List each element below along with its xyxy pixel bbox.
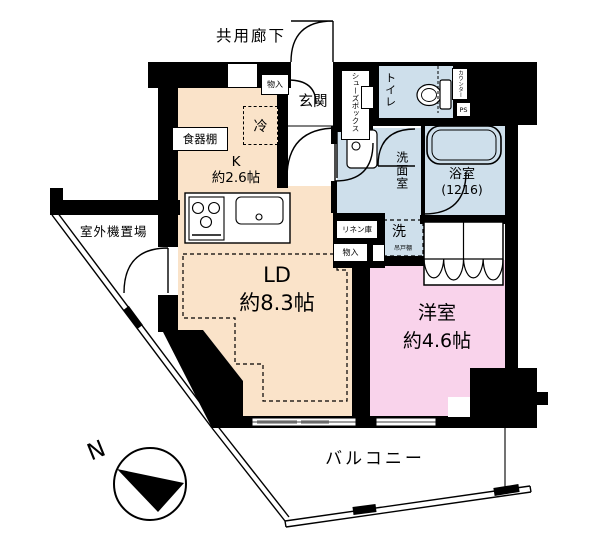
living-dining-label: LD [263,263,291,287]
bathroom-size-label: (1216) [441,182,483,197]
pipe-space-box: PS [456,102,471,117]
small-ps-box [372,244,385,262]
washroom-label: 洗面室 [394,151,409,190]
counter-label: カウンター [457,70,463,98]
compass-needle [117,469,184,512]
living-dining-size-label: 約8.3帖 [239,291,315,315]
outdoor-unit-label: 室外機置場 [80,224,148,239]
pillar-notch [448,397,470,417]
kitchen-label: K [231,154,241,170]
toilet-door [377,128,416,167]
counter-box: カウンター [452,68,468,100]
entrance-label: 玄関 [298,94,328,110]
cupboard-label: 食器棚 [182,132,218,146]
toilet-fixture [416,66,452,113]
washer-shelf-label: 吊戸棚 [393,245,412,252]
washing-machine [382,219,424,257]
wall-closet-box [227,63,258,88]
linen-closet-label: リネン庫 [342,225,372,234]
balcony-outline [51,211,532,528]
entrance-storage-door [287,79,317,105]
balcony-label: バルコニー [325,449,425,469]
hall-door [286,127,338,179]
toilet-label: トイレ [383,72,397,108]
outdoor-unit-door [123,247,169,294]
closet-scallops [423,222,504,281]
shoe-box-label: シューズボックス [351,72,360,132]
compass [113,447,187,521]
bathroom-door [423,171,467,215]
bathtub [426,125,502,165]
floor-entrance-hall [288,62,337,186]
hall-storage-label: 物入 [342,248,359,257]
western-room-label: 洋室 [417,302,456,324]
refrigerator-label: 冷 [253,118,268,135]
common-corridor-label: 共用廊下 [216,27,287,45]
refrigerator-box: 冷 [243,106,278,145]
floor-bathroom [423,123,505,217]
doors [123,20,467,294]
windows [251,417,437,427]
duct-box [361,86,374,109]
entrance-storage-label: 物入 [267,80,283,89]
entrance-storage-box: 物入 [261,74,289,95]
ld-dashed-outline [182,253,348,402]
washroom-door [334,142,374,182]
linen-closet-box: リネン庫 [336,220,378,239]
pipe-space-label: PS [459,105,468,114]
western-room-size-label: 約4.6帖 [402,330,472,352]
kitchen-size-label: 約2.6帖 [211,170,261,186]
hall-storage-box: 物入 [333,243,368,262]
kitchen-sink [235,196,284,225]
bathroom-label: 浴室 [448,167,475,182]
washer-label: 洗 [392,224,406,240]
kitchen-counter [184,192,291,244]
cupboard-box: 食器棚 [172,127,228,151]
entrance-door [290,20,334,63]
